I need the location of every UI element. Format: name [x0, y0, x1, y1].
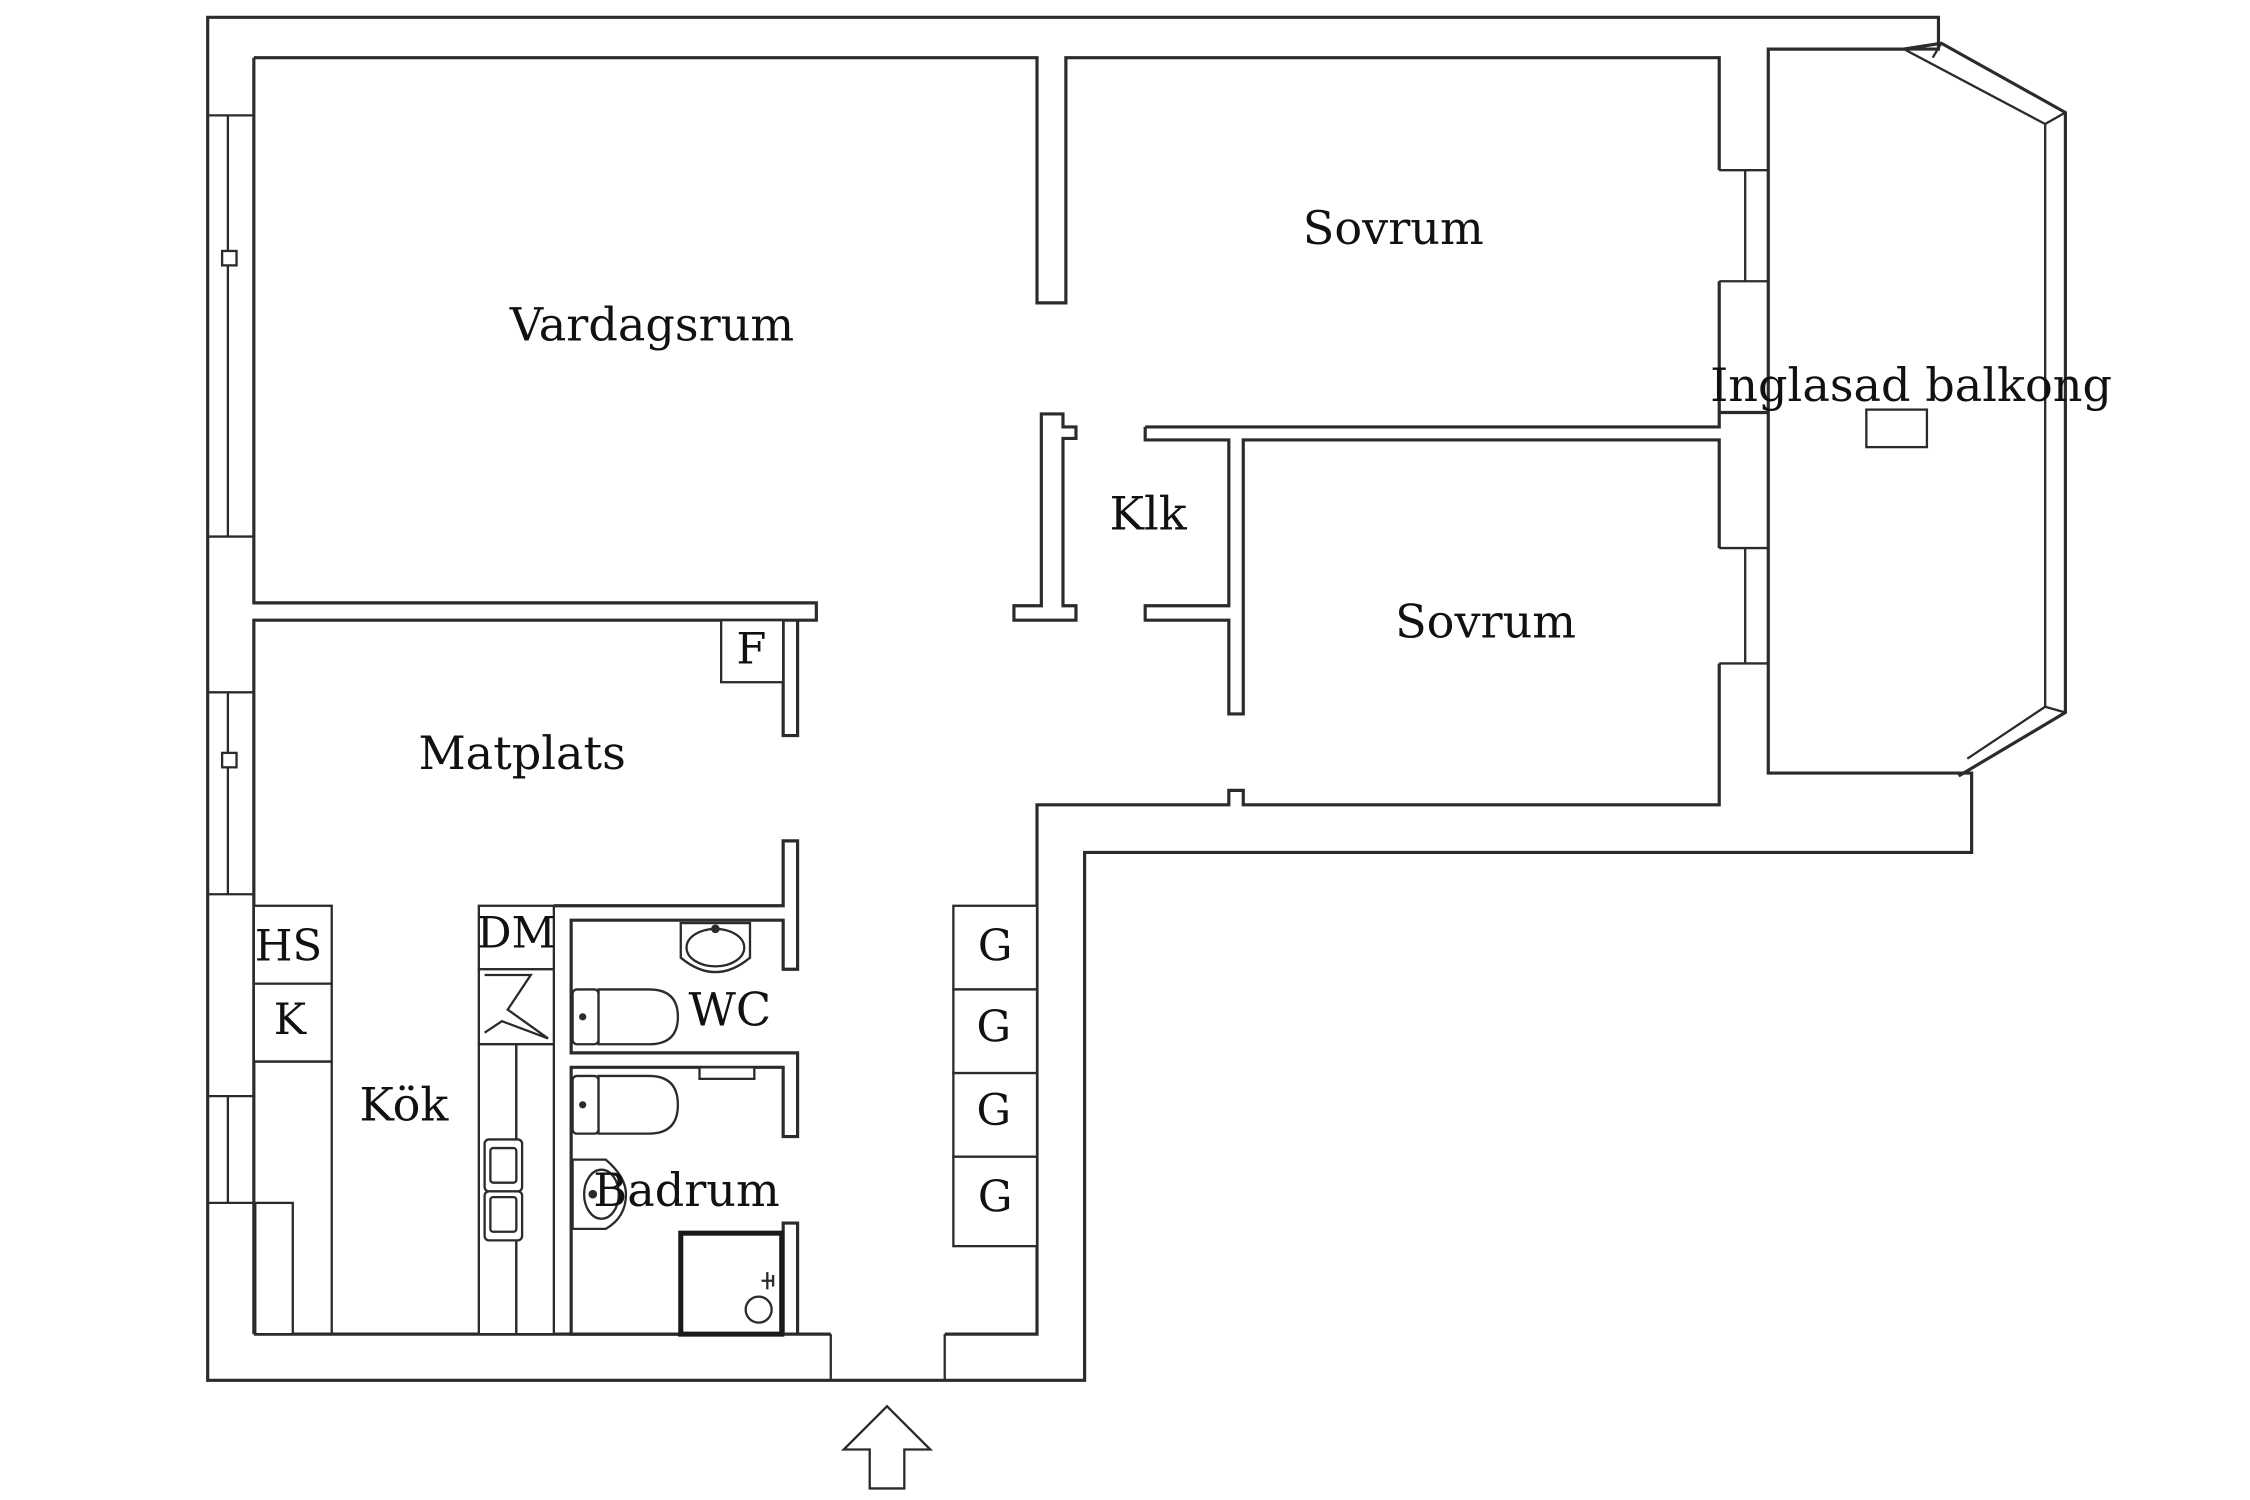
- room-label-wc: WC: [688, 982, 771, 1036]
- oven-unit: [254, 1201, 294, 1336]
- wc-toilet-bowl: [597, 988, 680, 1046]
- wardrobe-label-3: G: [976, 1086, 1011, 1136]
- wc-bathroom: [553, 839, 800, 1337]
- dm-cabinet: [477, 904, 555, 971]
- room-label-klk: Klk: [1109, 486, 1187, 540]
- fireplace-box: [720, 619, 785, 684]
- bath-toilet-bowl: [597, 1074, 680, 1135]
- stove: [477, 968, 555, 1046]
- room-label-sovrum-1: Sovrum: [1303, 201, 1484, 255]
- living-dining-walls: [252, 57, 818, 1335]
- wardrobe-label-2: G: [976, 1002, 1011, 1052]
- glazed-balcony: [1768, 41, 2067, 778]
- room-label-sovrum-2: Sovrum: [1395, 595, 1576, 649]
- room-label-kok: Kök: [359, 1078, 449, 1132]
- wardrobe-label-4: G: [978, 1173, 1013, 1223]
- towel-rail: [698, 1066, 756, 1080]
- room-label-matplats: Matplats: [418, 726, 625, 780]
- hs-cabinet: [252, 904, 333, 985]
- wardrobes: [952, 904, 1039, 1248]
- fixture-label-k: K: [274, 995, 307, 1045]
- fixture-label-f: F: [736, 624, 766, 674]
- room-label-inglasad-balkong: Inglasad balkong: [1710, 358, 2112, 412]
- kitchen: [207, 904, 831, 1336]
- arrow-up-icon: [840, 1404, 934, 1490]
- hall-closet-walls: [1012, 410, 1769, 716]
- fixture-label-hs: HS: [255, 922, 322, 972]
- balcony-table: [1865, 408, 1929, 449]
- shower: [678, 1230, 785, 1337]
- room-label-vardagsrum: Vardagsrum: [509, 297, 794, 351]
- outer-walls: [206, 15, 1974, 1382]
- room-label-badrum: Badrum: [593, 1163, 779, 1217]
- bedroom-walls: [944, 169, 1769, 1336]
- k-cabinet: [252, 982, 333, 1063]
- wardrobe-label-1: G: [978, 922, 1013, 972]
- fixture-label-dm: DM: [477, 909, 556, 959]
